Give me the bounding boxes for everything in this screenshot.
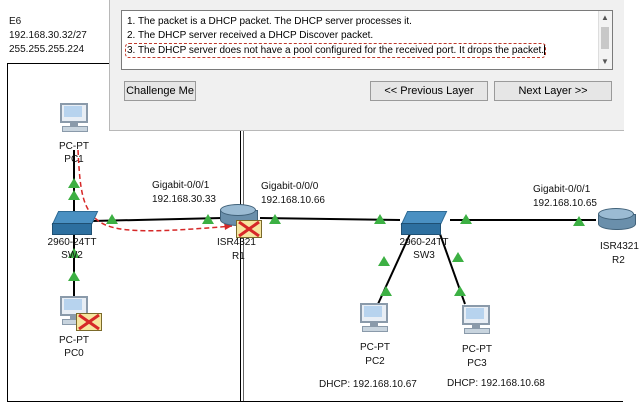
- text-caret: [544, 44, 546, 55]
- r1-g001-label: Gigabit-0/0/1: [152, 180, 210, 191]
- router-ip-label: 192.168.30.32/27: [9, 30, 87, 41]
- sw3-icon[interactable]: [400, 211, 448, 235]
- envelope-drop-mark: [78, 313, 100, 331]
- next-layer-button[interactable]: Next Layer >>: [494, 81, 612, 101]
- challenge-me-button[interactable]: Challenge Me: [124, 81, 196, 101]
- link-up-indicator: [380, 286, 392, 296]
- link-status-indicators: [68, 178, 585, 296]
- link-up-indicator: [460, 214, 472, 224]
- step-2: 2. The DHCP server received a DHCP Disco…: [127, 30, 374, 41]
- link-up-indicator: [452, 252, 464, 262]
- layer-steps-textbox[interactable]: 1. The packet is a DHCP packet. The DHCP…: [121, 10, 613, 70]
- pc3-name-label: PC3: [467, 358, 487, 369]
- link-up-indicator: [378, 256, 390, 266]
- pdu-envelope-icon[interactable]: [236, 220, 262, 238]
- link-up-indicator: [454, 286, 466, 296]
- topology-links: [68, 149, 596, 305]
- link-up-indicator: [68, 248, 80, 258]
- pc3-type-label: PC-PT: [462, 344, 492, 355]
- r1-type-label: ISR4321: [217, 237, 256, 248]
- router-mask-label: 255.255.255.224: [9, 44, 85, 55]
- scroll-down-icon[interactable]: ▼: [601, 57, 609, 66]
- steps-scrollbar[interactable]: ▲ ▼: [598, 11, 612, 69]
- pc1-icon[interactable]: [60, 103, 90, 133]
- packet-path: [77, 149, 233, 232]
- workspace-border-top: [7, 63, 117, 64]
- r2-icon[interactable]: [598, 208, 636, 230]
- router-interface-label: E6: [9, 16, 22, 27]
- step-1: 1. The packet is a DHCP packet. The DHCP…: [127, 16, 412, 27]
- r2-g001-label: Gigabit-0/0/1: [533, 184, 591, 195]
- sw3-type-label: 2960-24TT: [399, 237, 449, 248]
- workspace-divider: [240, 130, 241, 402]
- workspace-border-left: [7, 63, 8, 402]
- pc2-icon[interactable]: [360, 303, 390, 333]
- pc3-icon[interactable]: [462, 305, 492, 335]
- r1-g001-ip: 192.168.30.33: [152, 194, 216, 205]
- link-up-indicator: [106, 214, 118, 224]
- link-up-indicator: [68, 190, 80, 200]
- workspace-divider-shadow: [243, 130, 244, 402]
- sw3-name-label: SW3: [413, 250, 435, 261]
- link-up-indicator: [374, 214, 386, 224]
- pc2-type-label: PC-PT: [360, 342, 390, 353]
- previous-layer-button[interactable]: << Previous Layer: [370, 81, 488, 101]
- scroll-up-icon[interactable]: ▲: [601, 13, 609, 22]
- sw2-name-label: SW2: [61, 250, 83, 261]
- link-up-indicator: [202, 214, 214, 224]
- pc2-name-label: PC2: [365, 356, 385, 367]
- link-up-indicator: [573, 216, 585, 226]
- sw2-type-label: 2960-24TT: [47, 237, 97, 248]
- pc0-name-label: PC0: [64, 348, 84, 359]
- step-3-text: 3. The DHCP server does not have a pool …: [124, 43, 547, 58]
- link-up-indicator: [68, 271, 80, 281]
- step-3: 3. The DHCP server does not have a pool …: [124, 43, 547, 58]
- pc0-icon[interactable]: [60, 296, 90, 326]
- r2-g001-ip: 192.168.10.65: [533, 198, 597, 209]
- pc1-name-label: PC1: [64, 154, 84, 165]
- pc0-type-label: PC-PT: [59, 335, 89, 346]
- r1-name-label: R1: [232, 251, 245, 262]
- r1-g000-label: Gigabit-0/0/0: [261, 181, 319, 192]
- pc1-type-label: PC-PT: [59, 141, 89, 152]
- pdu-envelope-icon[interactable]: [76, 313, 102, 331]
- pc2-dhcp-label: DHCP: 192.168.10.67: [319, 379, 417, 390]
- scrollbar-thumb[interactable]: [601, 27, 609, 49]
- r1-g000-ip: 192.168.10.66: [261, 195, 325, 206]
- r2-name-label: R2: [612, 255, 625, 266]
- envelope-drop-mark: [238, 220, 260, 238]
- link-up-indicator: [68, 178, 80, 188]
- pc3-dhcp-label: DHCP: 192.168.10.68: [447, 378, 545, 389]
- pdu-info-panel: 1. The packet is a DHCP packet. The DHCP…: [109, 0, 624, 131]
- r2-type-label: ISR4321: [600, 241, 639, 252]
- sw2-icon[interactable]: [51, 211, 99, 235]
- link-up-indicator: [269, 214, 281, 224]
